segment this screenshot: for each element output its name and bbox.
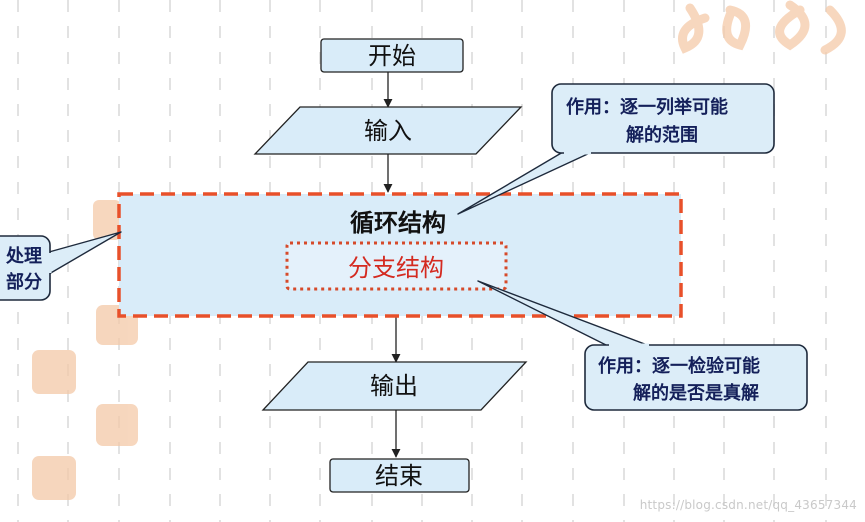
loop-note-line2: 解的范围 [626,124,698,146]
loop-structure-label: 循环结构 [350,209,446,237]
branch-note-line1: 作用：逐一检验可能 [598,355,760,377]
watermark-url: https://blog.csdn.net/qq_43657344 [640,498,857,512]
processing-line1: 处理 [5,245,42,267]
branch-structure-box: 分支结构 [287,243,506,289]
branch-note-line2: 解的是否是真解 [633,382,759,404]
output-label: 输出 [370,372,418,400]
input-label: 输入 [364,117,412,145]
processing-part-callout: 处理 部分 [0,232,121,300]
start-node: 开始 [321,39,463,72]
seal-stamp [32,350,76,394]
output-node: 输出 [263,362,526,410]
input-node: 输入 [255,107,521,154]
end-label: 结束 [375,462,423,490]
end-node: 结束 [330,459,469,492]
start-label: 开始 [368,42,416,70]
seal-stamp [96,404,138,446]
branch-structure-label: 分支结构 [348,254,444,282]
seal-stamp [32,456,76,500]
processing-line2: 部分 [6,271,42,293]
calligraphy-mark [683,5,842,50]
loop-note-line1: 作用：逐一列举可能 [566,96,728,118]
